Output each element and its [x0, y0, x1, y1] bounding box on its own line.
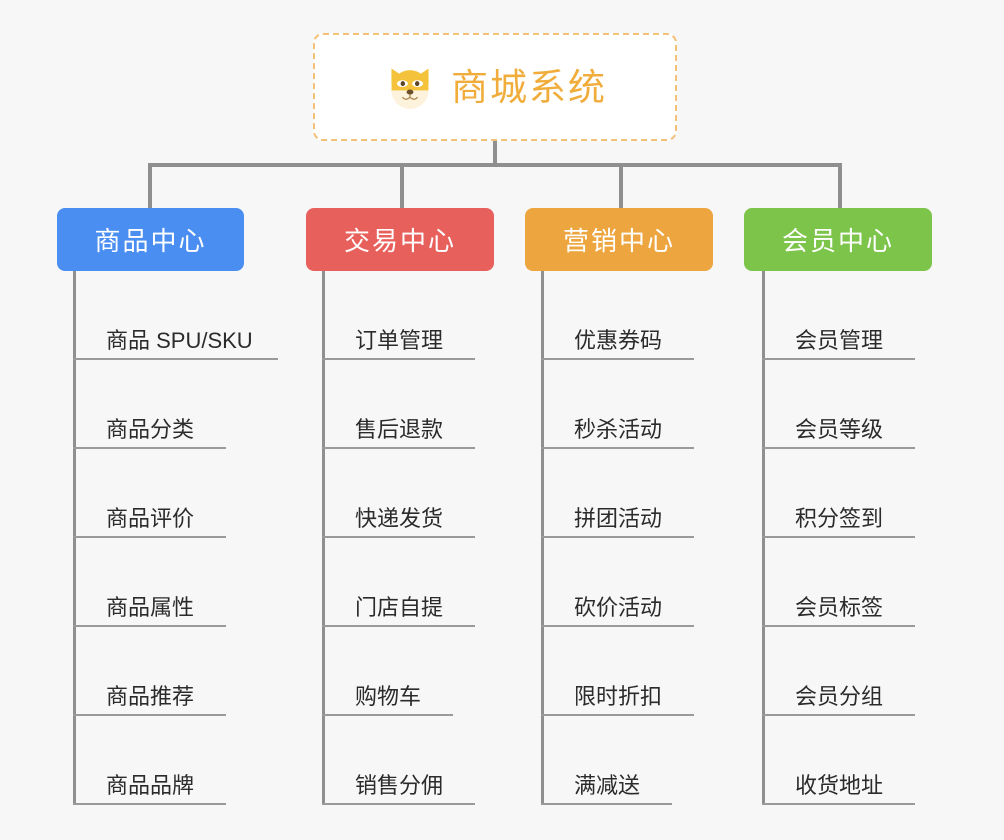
root-node-mall-system[interactable]: 商城系统	[313, 33, 677, 141]
leaf-label: 门店自提	[355, 594, 444, 620]
leaf-label: 会员等级	[795, 416, 884, 442]
leaf-spine	[73, 271, 76, 805]
leaf-underline	[762, 536, 915, 538]
branch-label: 营销中心	[562, 226, 675, 256]
leaf-label: 会员管理	[795, 327, 884, 353]
leaf-spine	[762, 271, 765, 805]
leaf-underline	[762, 714, 915, 716]
root-title: 商城系统	[451, 66, 607, 108]
branch-box-4[interactable]: 会员中心	[744, 208, 932, 271]
leaf-underline	[73, 536, 226, 538]
leaf-underline	[73, 803, 226, 805]
branch-label: 商品中心	[94, 226, 207, 256]
leaf-underline	[322, 358, 475, 360]
leaf-underline	[541, 447, 694, 449]
leaf-underline	[73, 625, 226, 627]
branch-box-1[interactable]: 商品中心	[57, 208, 244, 271]
leaf-underline	[322, 803, 475, 805]
connector-drop-3	[619, 163, 623, 208]
leaf-underline	[541, 536, 694, 538]
branch-label: 交易中心	[343, 226, 456, 256]
leaf-label: 订单管理	[355, 327, 444, 353]
leaf-label: 优惠券码	[574, 327, 663, 353]
branch-box-2[interactable]: 交易中心	[306, 208, 494, 271]
leaf-underline	[73, 714, 226, 716]
leaf-label: 会员标签	[795, 594, 884, 620]
branch-label: 会员中心	[781, 226, 894, 256]
leaf-underline	[541, 714, 694, 716]
branch-box-3[interactable]: 营销中心	[525, 208, 713, 271]
leaf-label: 秒杀活动	[574, 416, 663, 442]
connector-horizontal-bar	[148, 163, 842, 167]
leaf-label: 会员分组	[795, 683, 884, 709]
leaf-label: 限时折扣	[574, 683, 663, 709]
leaf-label: 销售分佣	[355, 772, 444, 798]
leaf-label: 快递发货	[355, 505, 444, 531]
leaf-label: 商品 SPU/SKU	[106, 327, 253, 353]
leaf-underline	[541, 358, 694, 360]
leaf-underline	[762, 803, 915, 805]
leaf-underline	[73, 358, 278, 360]
leaf-underline	[541, 803, 672, 805]
leaf-label: 商品分类	[106, 416, 195, 442]
leaf-label: 砍价活动	[574, 594, 663, 620]
leaf-underline	[322, 625, 475, 627]
leaf-spine	[322, 271, 325, 805]
leaf-underline	[73, 447, 226, 449]
connector-drop-2	[400, 163, 404, 208]
leaf-label: 购物车	[355, 683, 422, 709]
connector-root-stem	[493, 141, 497, 165]
leaf-underline	[322, 447, 475, 449]
leaf-label: 拼团活动	[574, 505, 663, 531]
leaf-underline	[322, 714, 453, 716]
leaf-underline	[762, 625, 915, 627]
leaf-label: 商品品牌	[106, 772, 195, 798]
leaf-underline	[762, 447, 915, 449]
leaf-label: 收货地址	[795, 772, 884, 798]
leaf-underline	[762, 358, 915, 360]
leaf-underline	[322, 536, 475, 538]
leaf-label: 商品推荐	[106, 683, 195, 709]
leaf-underline	[541, 625, 694, 627]
connector-drop-4	[838, 163, 842, 208]
leaf-spine	[541, 271, 544, 805]
leaf-label: 售后退款	[355, 416, 444, 442]
dog-face-icon	[391, 68, 429, 109]
leaf-label: 商品评价	[106, 505, 195, 531]
leaf-label: 商品属性	[106, 594, 195, 620]
connector-drop-1	[148, 163, 152, 208]
leaf-label: 积分签到	[795, 505, 884, 531]
leaf-label: 满减送	[574, 772, 641, 798]
